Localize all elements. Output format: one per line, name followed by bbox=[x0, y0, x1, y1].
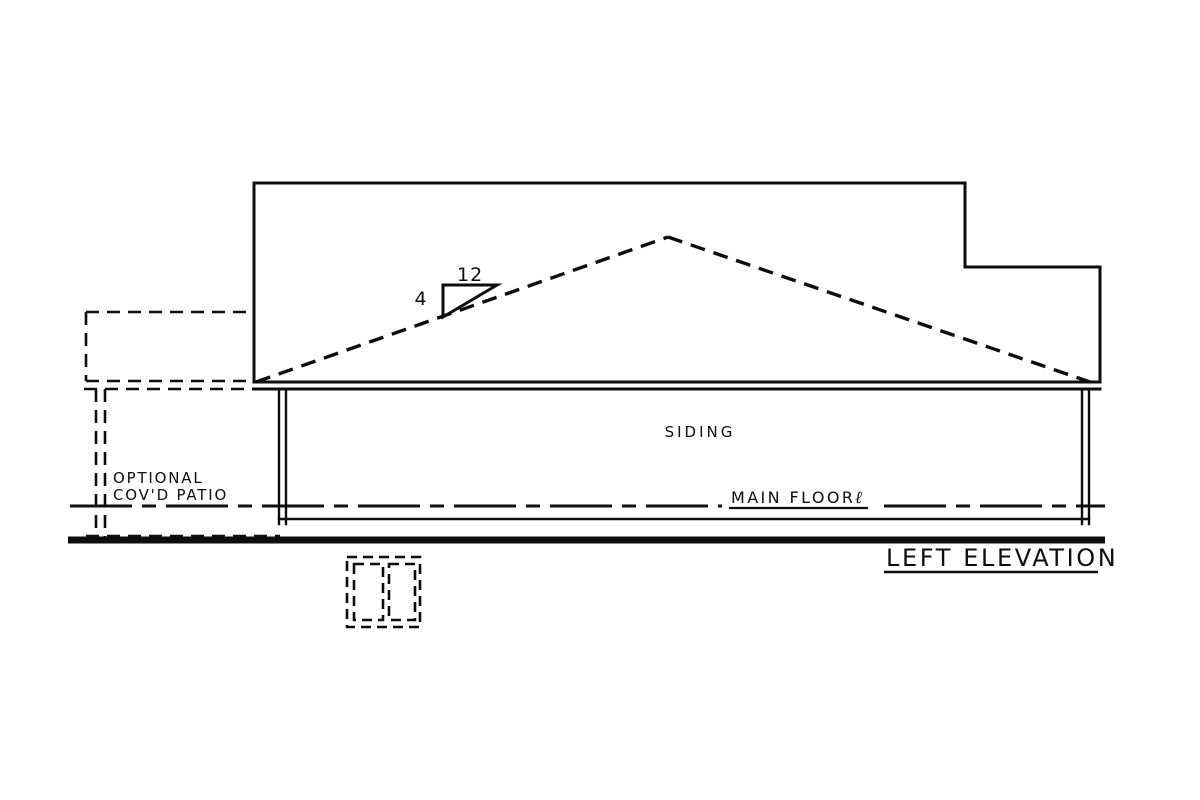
patio-note-group: OPTIONAL COV'D PATIO bbox=[113, 469, 228, 504]
patio-note-line1: OPTIONAL bbox=[113, 469, 203, 487]
main-floor-label-group: MAIN FLOOR ℓ bbox=[729, 488, 868, 510]
foundation-pier-detail bbox=[345, 555, 422, 629]
building-outline bbox=[252, 181, 1102, 391]
roof-pitch-symbol: 12 4 bbox=[414, 264, 503, 320]
drawing-title-group: LEFT ELEVATION bbox=[884, 544, 1118, 574]
pitch-run-label: 12 bbox=[457, 264, 483, 286]
pitch-rise-label: 4 bbox=[414, 288, 427, 310]
main-floor-label: MAIN FLOOR bbox=[731, 488, 855, 507]
hidden-roof-line bbox=[255, 235, 1091, 384]
pier-inner-rect-right bbox=[387, 562, 417, 622]
pitch-triangle bbox=[441, 283, 503, 320]
siding-label: SIDING bbox=[665, 423, 736, 441]
roof-slope-left bbox=[255, 235, 669, 384]
pier-inner-rect-left bbox=[352, 562, 385, 622]
pier-outer-rect bbox=[345, 555, 422, 629]
optional-covered-patio bbox=[84, 310, 280, 540]
main-floor-elevation-mark: ℓ bbox=[855, 488, 864, 508]
corner-posts bbox=[277, 387, 1091, 526]
roof-slope-right bbox=[667, 235, 1091, 384]
patio-note-line2: COV'D PATIO bbox=[113, 486, 228, 504]
drawing-title: LEFT ELEVATION bbox=[886, 544, 1118, 572]
